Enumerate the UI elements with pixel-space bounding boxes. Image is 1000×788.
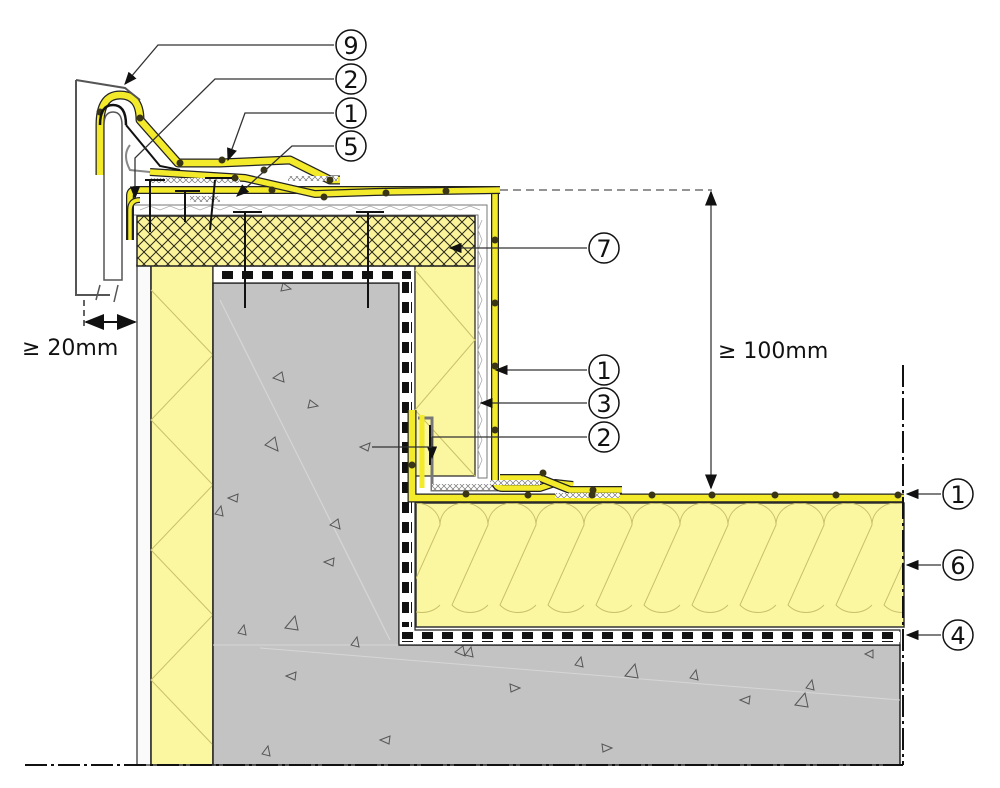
callout-5: 5 (335, 130, 367, 162)
roof-insulation (415, 502, 905, 628)
fastener-dot (268, 186, 276, 194)
callouts-top: 9 2 1 5 (335, 29, 367, 162)
callouts-middle: 7 1 3 2 (588, 232, 620, 453)
callout-4: 4 (942, 619, 974, 651)
dimension-coping-gap-label: ≥ 20mm (22, 336, 118, 361)
fastener-dot (491, 426, 499, 434)
fastener-dot (442, 187, 450, 195)
fastener-dot (524, 491, 532, 499)
dimension-upstand-height: ≥ 100mm (705, 190, 828, 490)
callout-9-number: 9 (343, 32, 358, 60)
callout-1-mid-number: 1 (596, 357, 611, 385)
callout-6: 6 (942, 549, 974, 581)
insulation-loop (583, 503, 633, 613)
timber-board (136, 215, 476, 267)
fastener-dot (771, 491, 779, 499)
callout-2-mid-number: 2 (596, 424, 611, 452)
callout-2-top-number: 2 (343, 66, 358, 94)
insulation-loop (823, 503, 873, 613)
fastener-dot (382, 189, 390, 197)
fastener-dot (708, 491, 716, 499)
fastener-dot (491, 299, 499, 307)
fastener-dot (176, 159, 184, 167)
fastener-dot (218, 156, 226, 164)
fastener-dots (96, 108, 902, 499)
callout-1-top: 1 (335, 97, 367, 129)
insulation-loop (487, 503, 537, 613)
leader-lines (124, 44, 941, 641)
fastener-dot (491, 236, 499, 244)
fastener-dot (260, 166, 268, 174)
fastener-dot (462, 490, 470, 498)
insulation-loop (775, 503, 825, 613)
callout-7: 7 (588, 232, 620, 264)
callout-1-right-number: 1 (950, 481, 965, 509)
insulation-loop (439, 503, 489, 613)
fastener-dot (320, 193, 328, 201)
fastener-dot (894, 491, 902, 499)
insulation-loop (727, 503, 777, 613)
fastener-dot (491, 362, 499, 370)
callout-1-top-number: 1 (343, 100, 358, 128)
callout-1-right: 1 (942, 478, 974, 510)
callout-3: 3 (588, 387, 620, 419)
fastener-dot (136, 114, 144, 122)
fastener-dot (539, 469, 547, 477)
callout-3-number: 3 (596, 390, 611, 418)
metal-coping (75, 79, 181, 303)
callout-7-number: 7 (596, 235, 611, 263)
external-render (136, 264, 152, 766)
dimension-upstand-height-label: ≥ 100mm (718, 339, 828, 364)
callout-1-mid: 1 (588, 354, 620, 386)
wall-insulation (150, 229, 214, 766)
insulation-loop (535, 503, 585, 613)
dimension-coping-gap: ≥ 20mm (22, 314, 137, 361)
aggregate-marks (214, 282, 874, 757)
callout-5-number: 5 (343, 133, 358, 161)
callout-2-top: 2 (335, 63, 367, 95)
fastener-dot (326, 176, 334, 184)
insulation-loop (679, 503, 729, 613)
callout-4-number: 4 (950, 622, 965, 650)
insulation-loop (416, 503, 441, 613)
callout-6-number: 6 (950, 552, 965, 580)
callouts-right: 1 6 4 (942, 478, 974, 651)
fastener-dot (832, 491, 840, 499)
callout-2-mid: 2 (588, 421, 620, 453)
fastener-dot (648, 491, 656, 499)
fastener-dot (408, 461, 416, 469)
reference-lines (25, 189, 904, 766)
fastener-dot (588, 491, 596, 499)
callout-9: 9 (335, 29, 367, 61)
fastening-screws (145, 177, 431, 465)
insulation-loop (631, 503, 681, 613)
fastener-dot (231, 174, 239, 182)
